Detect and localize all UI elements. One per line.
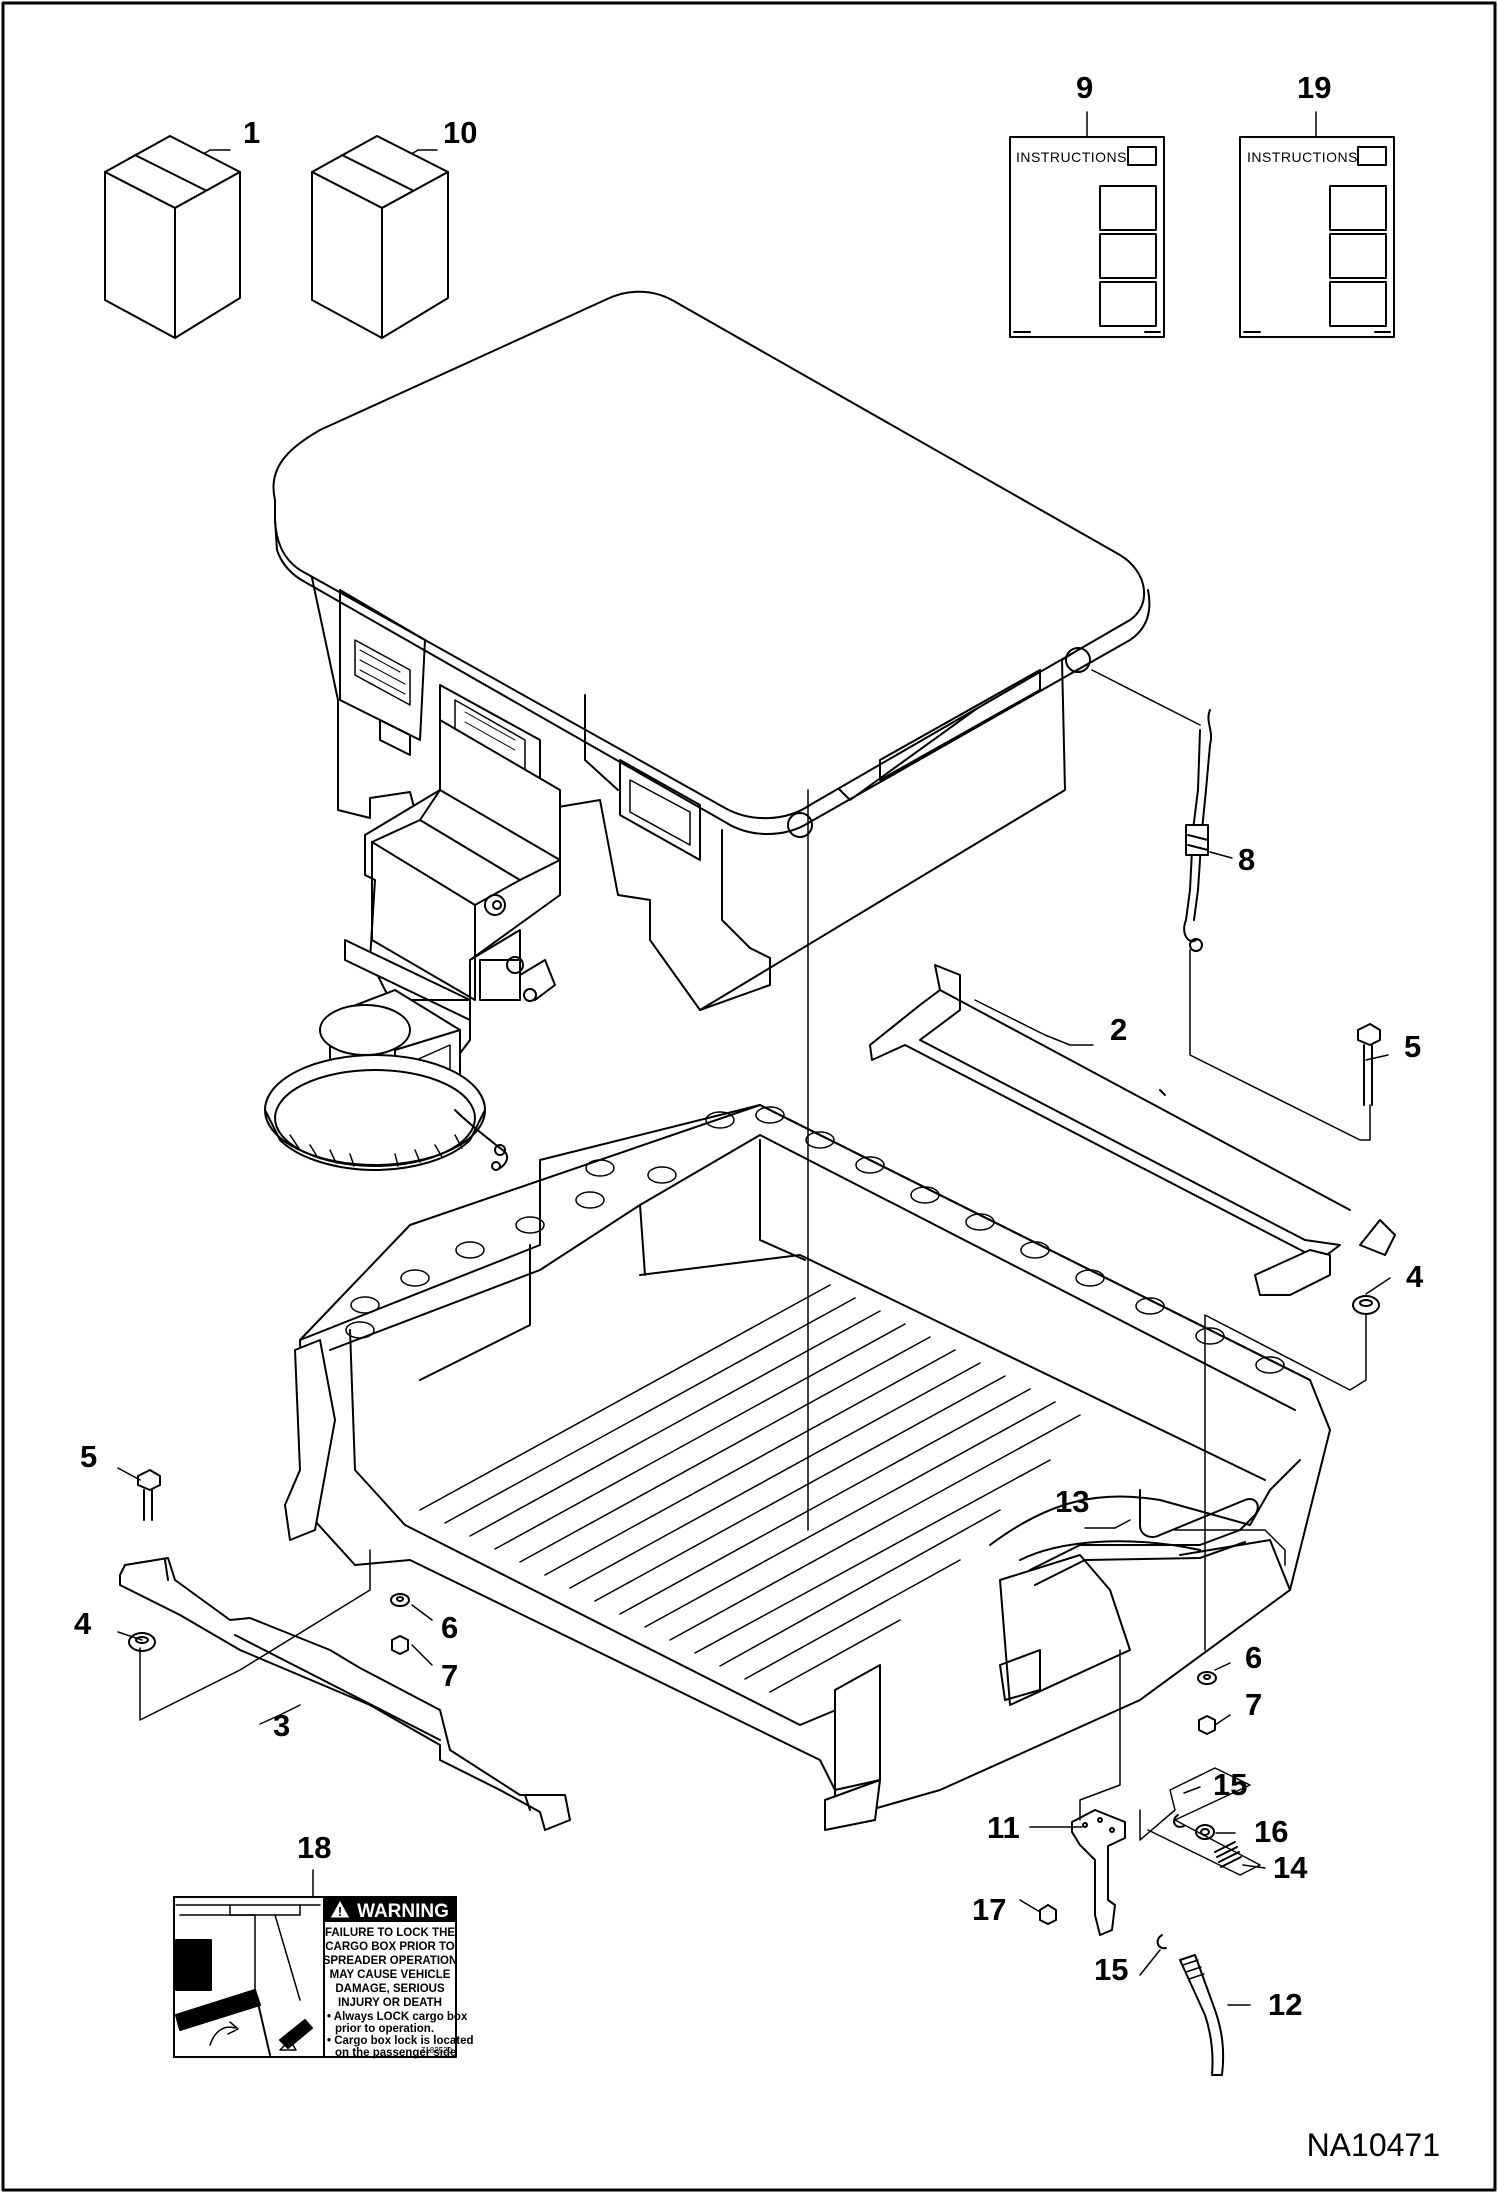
box-part-1 [104,135,241,339]
clip-15-upper [1173,1814,1185,1828]
callout-18: 18 [297,1830,331,1865]
mounting-bracket-2 [869,964,1396,1296]
warning-line: FAILURE TO LOCK THE [325,1927,455,1939]
callout-6-right: 6 [1245,1640,1262,1675]
latch-bracket-11 [1071,1809,1126,1936]
callout-5-right: 5 [1404,1029,1421,1064]
washer-6-right [1197,1671,1217,1685]
callout-13: 13 [1055,1484,1089,1519]
callout-4-left: 4 [74,1606,92,1641]
callout-17: 17 [972,1892,1006,1927]
warning-decal-18: ! WARNING FAILURE TO LOCK THE CARGO BOX … [173,1896,474,2059]
callout-8: 8 [1238,842,1255,877]
ratchet-strap-8 [1183,709,1212,952]
cargo-box [284,1104,1331,1831]
callout-2: 2 [1110,1012,1127,1047]
callout-12: 12 [1268,1987,1302,2022]
box-part-10 [311,135,449,339]
callout-4-right: 4 [1406,1259,1424,1294]
warning-bullet: prior to operation. [335,2023,434,2035]
callout-15-upper: 15 [1213,1767,1247,1802]
nut-17 [1039,1904,1057,1925]
cargo-lock-pictogram [173,1896,325,2058]
warning-bullet: on the passenger side [335,2047,456,2059]
callout-numbers: 1 10 9 19 8 2 5 4 5 4 13 6 7 6 7 3 15 16… [74,70,1440,2163]
bolt-5-left [137,1469,161,1521]
instructions-label: INSTRUCTIONS [1247,149,1358,165]
mounting-bracket-3 [119,1557,571,1831]
callout-6-left: 6 [441,1610,458,1645]
callout-15-lower: 15 [1094,1952,1128,1987]
svg-text:!: ! [338,1904,342,1919]
callout-1: 1 [243,115,260,150]
lock-rod-13 [1029,1489,1286,1586]
callout-7-right: 7 [1245,1687,1262,1722]
washer-16 [1195,1824,1215,1840]
warning-line: MAY CAUSE VEHICLE [330,1969,451,1981]
spinner-chute-assembly [264,719,561,1171]
spring-14 [1214,1841,1242,1868]
washer-6-left [390,1593,410,1607]
warning-line: DAMAGE, SERIOUS [335,1983,445,1995]
instructions-manual-19: INSTRUCTIONS [1239,136,1395,338]
callout-5-left: 5 [80,1439,97,1474]
callout-14: 14 [1273,1850,1308,1885]
nut-7-right [1198,1715,1216,1735]
warning-line: CARGO BOX PRIOR TO [325,1941,455,1953]
warning-line: SPREADER OPERATION [323,1955,458,1967]
decal-code: 7182520 [421,2046,453,2055]
instructions-manual-9: INSTRUCTIONS [1009,136,1165,338]
callout-16: 16 [1254,1814,1288,1849]
callout-3: 3 [273,1708,290,1743]
lock-pin-12 [1179,1954,1225,2076]
warning-line: INJURY OR DEATH [338,1997,442,2009]
callout-9: 9 [1076,70,1093,105]
instructions-label: INSTRUCTIONS [1016,149,1127,165]
bolt-5-right [1357,1023,1381,1106]
washer-4-right [1352,1295,1380,1315]
washer-4-left [128,1632,156,1652]
warning-bullet: • Always LOCK cargo box [327,2011,468,2023]
callout-10: 10 [443,115,477,150]
callout-19: 19 [1297,70,1331,105]
nut-7-left [391,1635,409,1655]
warning-bullet: • Cargo box lock is located [327,2035,474,2047]
warning-title: WARNING [357,1901,449,1922]
leader-lines [117,111,1391,2006]
callout-7-left: 7 [441,1658,458,1693]
drawing-id: NA10471 [1307,2127,1440,2163]
clip-15-lower [1156,1934,1167,1950]
callout-11: 11 [987,1810,1020,1845]
